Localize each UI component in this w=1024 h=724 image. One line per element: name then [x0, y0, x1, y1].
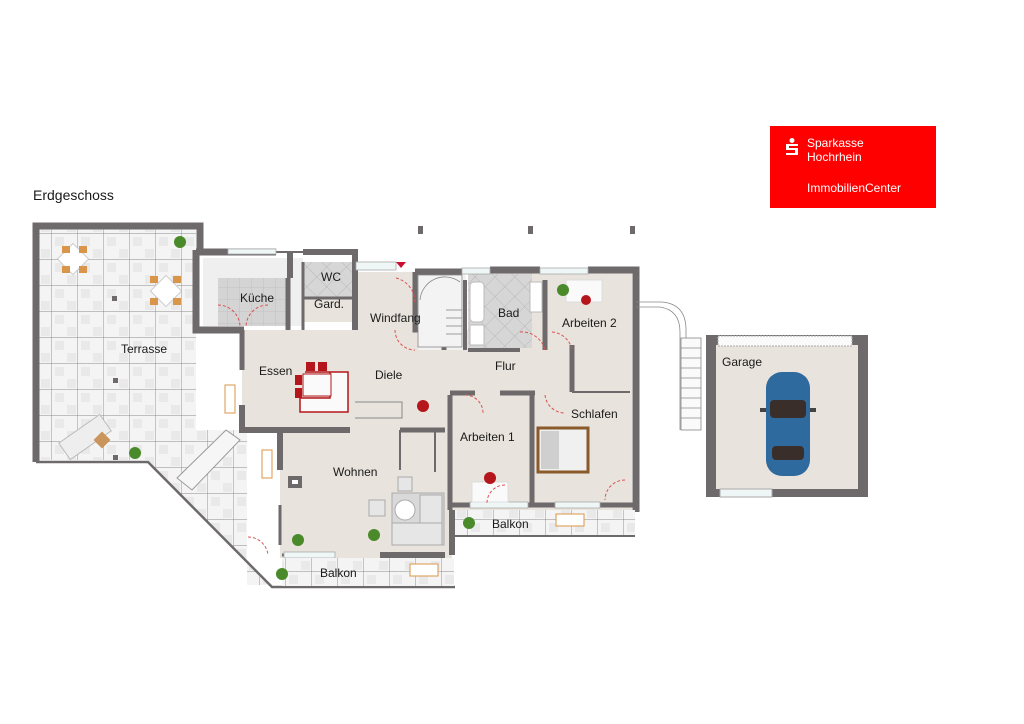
patio-table-2: [149, 274, 183, 308]
room-label-diele: Diele: [375, 368, 403, 382]
dining-table: [295, 362, 349, 413]
room-label-bad: Bad: [498, 306, 520, 320]
room-label-wc: WC: [321, 270, 341, 284]
sparkasse-s-icon: [786, 138, 798, 155]
room-label-flur: Flur: [495, 359, 516, 373]
room-label-balkon-1: Balkon: [492, 517, 529, 531]
room-label-garage: Garage: [722, 355, 763, 369]
staircase: [417, 274, 463, 348]
bathtub-icon: [469, 281, 485, 323]
sun-lounger: [58, 413, 112, 461]
room-label-arbeiten1: Arbeiten 1: [460, 430, 515, 444]
garage-stairs: [636, 301, 702, 431]
bed: [536, 426, 590, 474]
brand-line-3: ImmobilienCenter: [807, 181, 902, 195]
room-label-essen: Essen: [259, 364, 293, 378]
balkon-arbeiten: [455, 510, 635, 537]
room-label-windfang: Windfang: [370, 311, 421, 325]
entrance-marker: [396, 262, 406, 268]
terrasse-area: [32, 222, 455, 589]
brand-line-2: Hochrhein: [807, 150, 862, 164]
room-label-gard: Gard.: [314, 297, 345, 311]
brand-line-1: Sparkasse: [807, 136, 864, 150]
garage: [706, 335, 868, 498]
plants: [129, 236, 569, 580]
room-label-kueche: Küche: [240, 291, 275, 305]
room-label-schlafen: Schlafen: [571, 407, 618, 421]
room-label-balkon-2: Balkon: [320, 566, 357, 580]
brand-logo: Sparkasse Hochrhein ImmobilienCenter: [770, 126, 936, 208]
armchair-icon: [417, 400, 429, 412]
windows: [227, 248, 601, 559]
door-swings: [217, 277, 626, 556]
room-label-terrasse: Terrasse: [121, 342, 168, 356]
balkon-wohnen: [282, 558, 454, 586]
patio-table-1: [56, 242, 90, 276]
room-label-wohnen: Wohnen: [333, 465, 378, 479]
sofa-set: [288, 476, 445, 546]
floor-title: Erdgeschoss: [33, 187, 114, 203]
car-icon: [760, 372, 816, 476]
room-label-arbeiten2: Arbeiten 2: [562, 316, 617, 330]
